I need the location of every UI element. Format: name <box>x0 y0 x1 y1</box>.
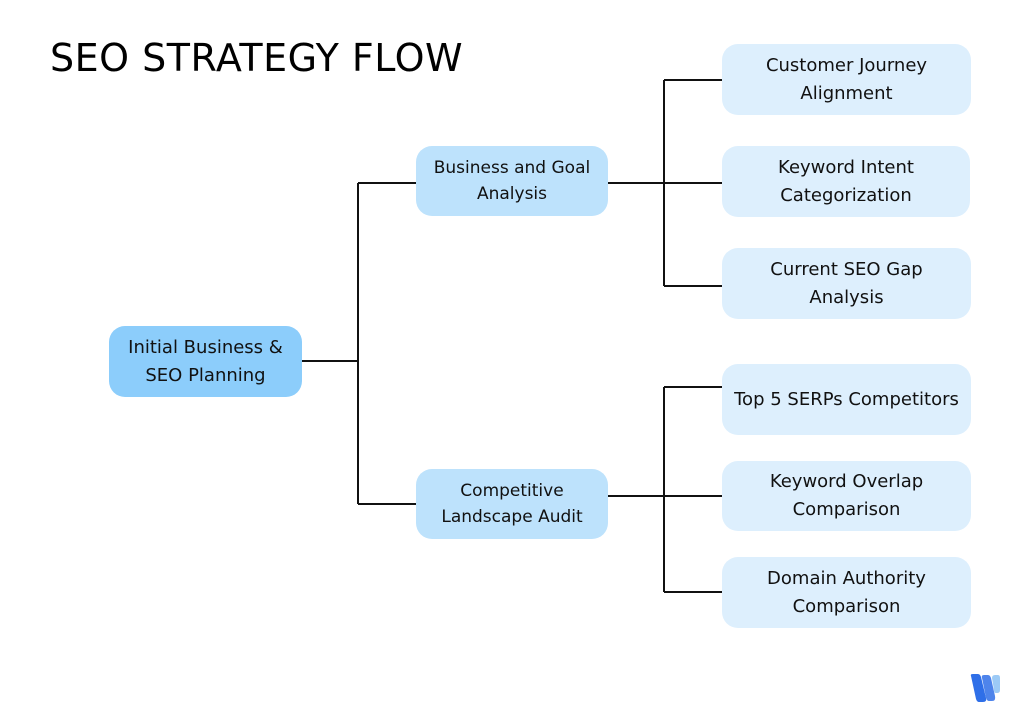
leaf-node-top-5-serps-competitors: Top 5 SERPs Competitors <box>722 364 971 435</box>
root-node: Initial Business & SEO Planning <box>109 326 302 397</box>
brand-w-logo-icon <box>970 674 1000 702</box>
leaf-node-keyword-intent-categorization: Keyword Intent Categorization <box>722 146 970 217</box>
leaf-node-label: Top 5 SERPs Competitors <box>734 388 959 410</box>
leaf-node-label: Current SEO Gap Analysis <box>770 258 923 308</box>
leaf-node-label: Keyword Intent Categorization <box>778 156 914 206</box>
leaf-node-label: Domain Authority Comparison <box>767 567 926 617</box>
leaf-node-label: Customer Journey Alignment <box>765 54 928 104</box>
branch-node-label: Business and Goal Analysis <box>433 158 591 204</box>
branch-node-competitive-landscape-audit: Competitive Landscape Audit <box>416 469 608 539</box>
branch-node-label: Competitive Landscape Audit <box>441 481 583 527</box>
leaf-node-current-seo-gap-analysis: Current SEO Gap Analysis <box>722 248 971 319</box>
leaf-node-customer-journey-alignment: Customer Journey Alignment <box>722 44 971 115</box>
page-title: SEO STRATEGY FLOW <box>50 36 464 80</box>
leaf-node-domain-authority-comparison: Domain Authority Comparison <box>722 557 971 628</box>
root-node-label: Initial Business & SEO Planning <box>128 336 283 386</box>
branch-node-business-goal-analysis: Business and Goal Analysis <box>416 146 608 216</box>
leaf-node-label: Keyword Overlap Comparison <box>769 471 924 520</box>
leaf-node-keyword-overlap-comparison: Keyword Overlap Comparison <box>722 461 971 531</box>
